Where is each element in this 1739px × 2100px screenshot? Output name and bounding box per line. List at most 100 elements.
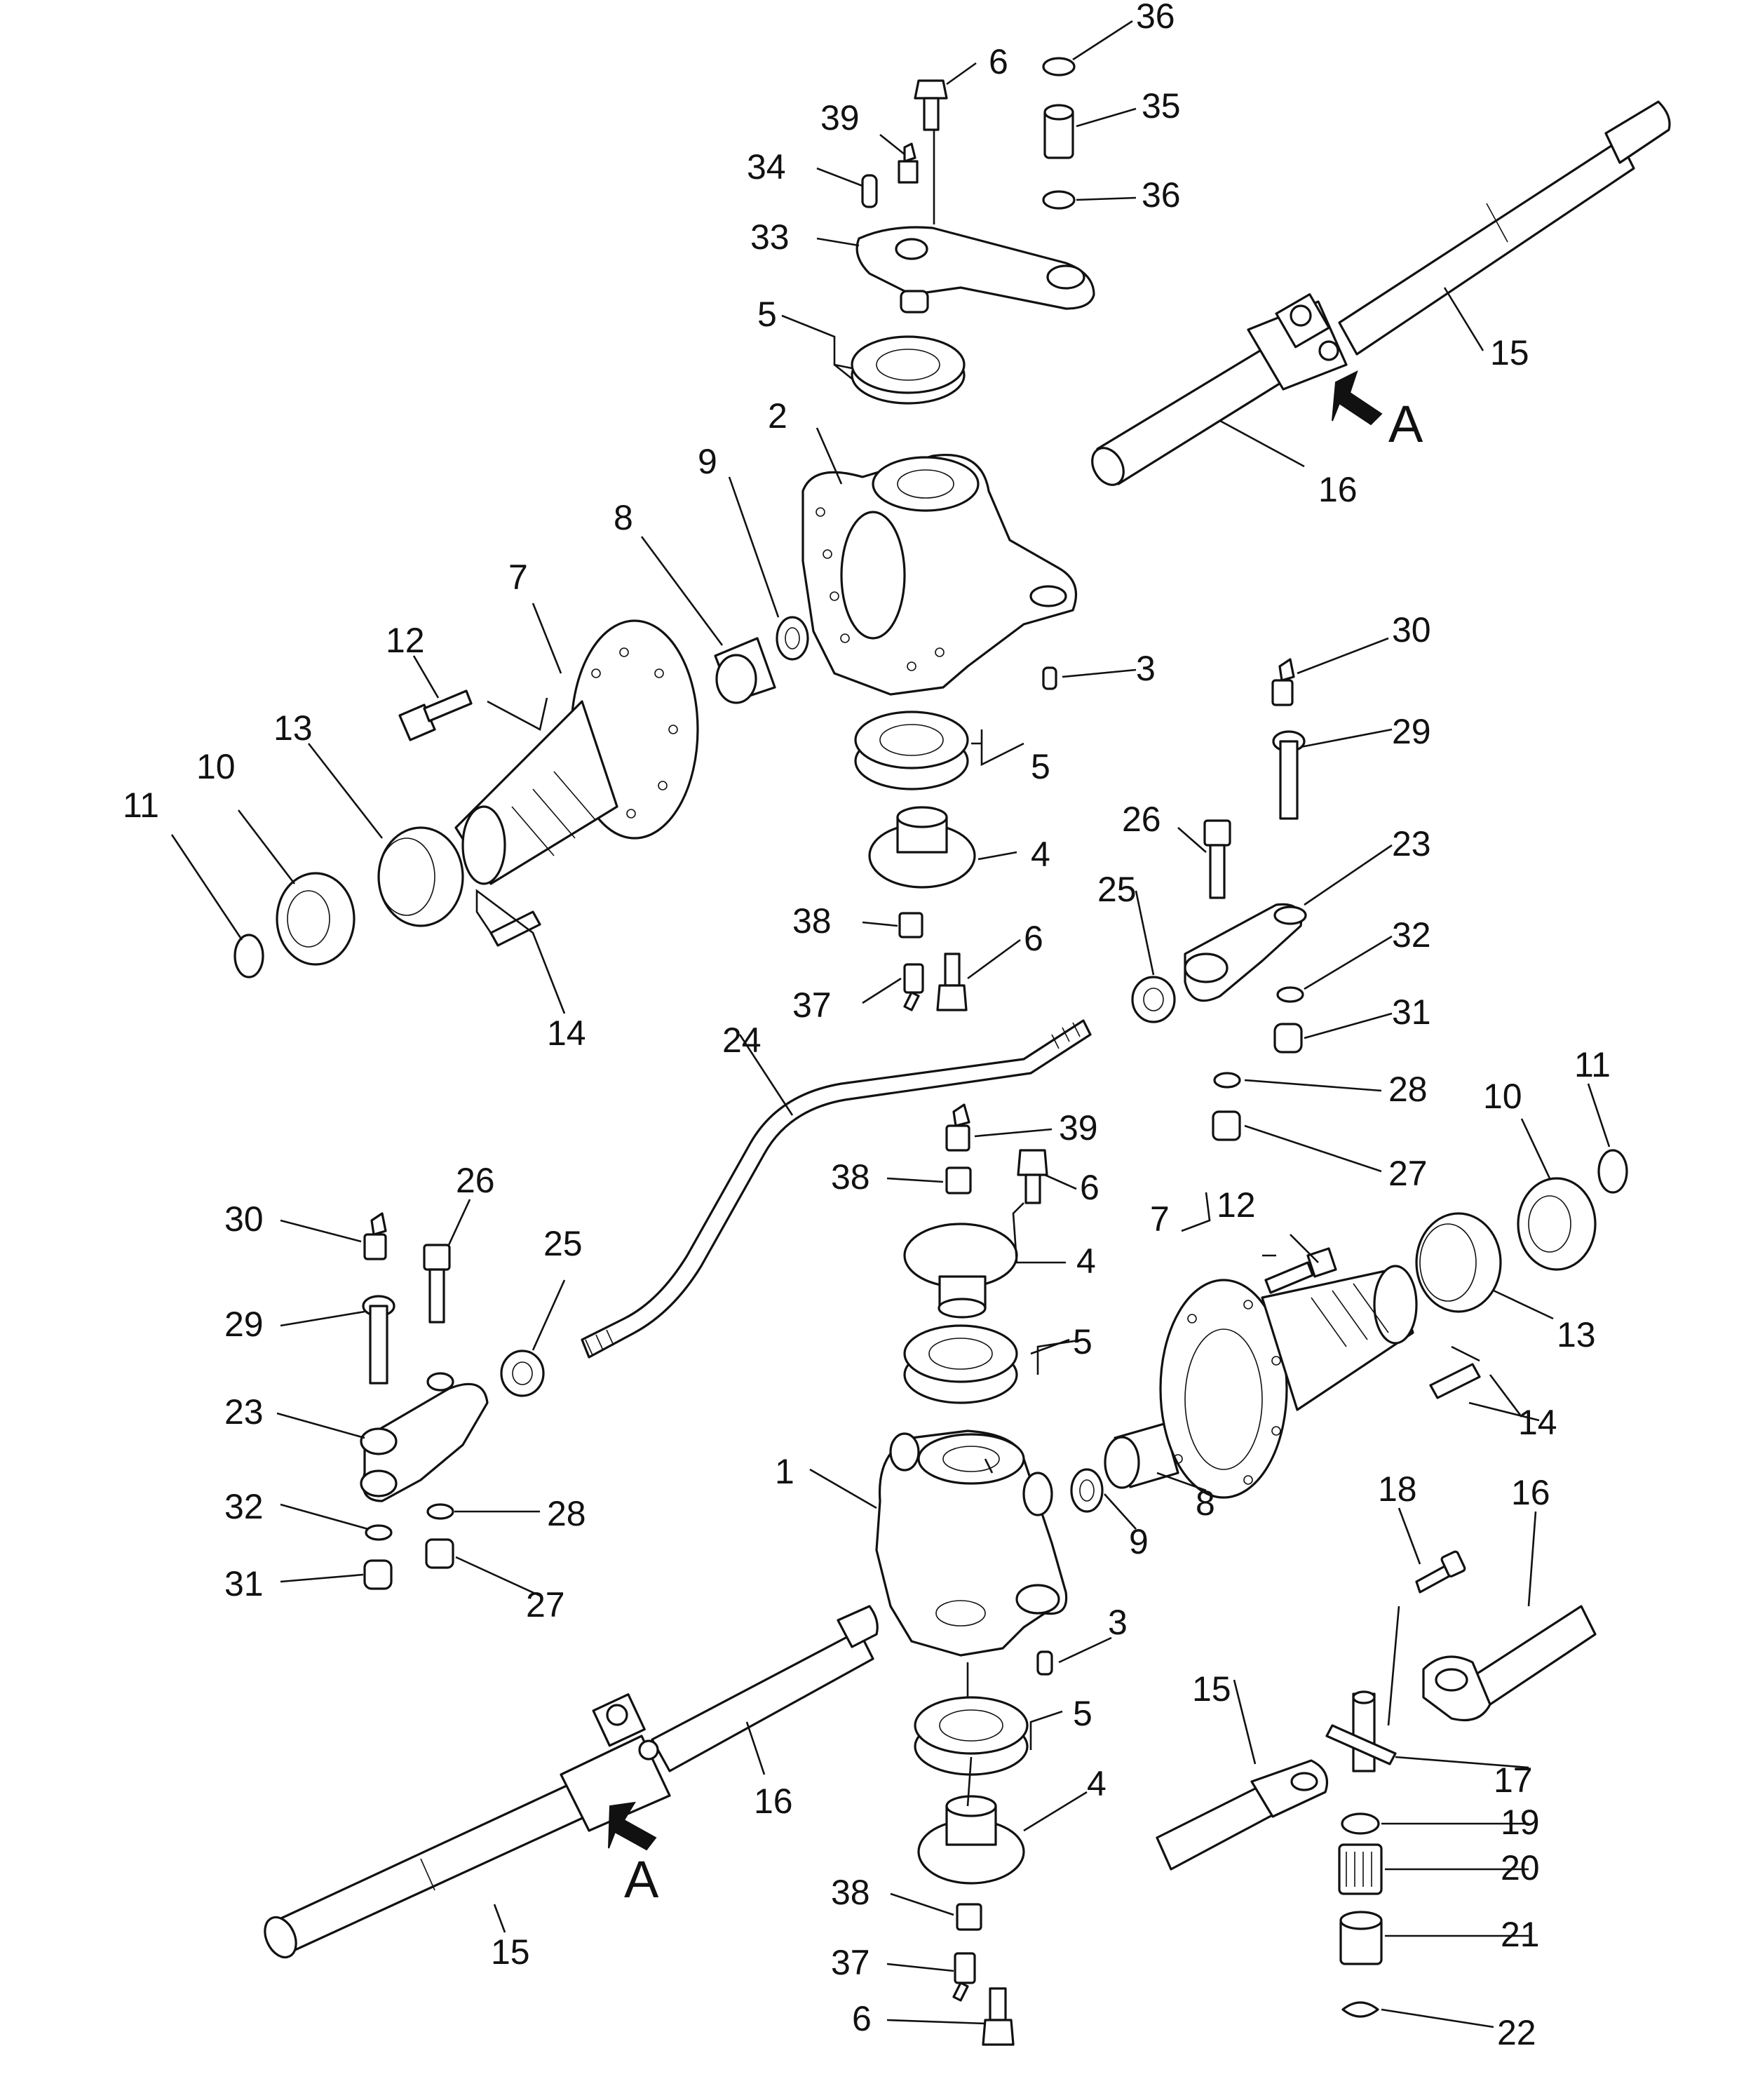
seal-19 <box>1341 1812 1380 1835</box>
label-6-lower-bottom: 6 <box>852 1999 872 2038</box>
label-4-upper: 4 <box>1031 835 1050 874</box>
nut-38-upper <box>898 912 923 938</box>
nut-31-right <box>1273 1023 1303 1054</box>
bolt-6-upper <box>936 953 968 1011</box>
label-15-lower: 15 <box>491 1932 530 1972</box>
washer-36-b <box>1042 190 1076 210</box>
label-20: 20 <box>1501 1848 1540 1887</box>
label-6-lower: 6 <box>1080 1168 1099 1207</box>
label-3-lower: 3 <box>1108 1603 1128 1642</box>
label-14-lower: 14 <box>1518 1403 1557 1442</box>
lever-23-left <box>360 1372 489 1502</box>
label-a-lower: A <box>624 1850 659 1909</box>
label-38-lower-bottom: 38 <box>831 1873 870 1912</box>
callout-labels: 36 35 36 6 39 34 33 5 15 A 16 2 9 8 7 12… <box>123 0 1611 2052</box>
label-3-upper: 3 <box>1136 649 1156 688</box>
plug-3-lower <box>1036 1650 1053 1676</box>
lower-axle-shaft-16 <box>651 1605 879 1772</box>
grease-fitting-30-right <box>1271 658 1295 706</box>
seal-5-lower-a <box>903 1324 1018 1404</box>
label-9-upper: 9 <box>698 442 717 481</box>
label-30-left: 30 <box>224 1199 264 1239</box>
pin-34 <box>861 174 878 208</box>
upper-axle-shaft-15 <box>1338 100 1671 356</box>
bolt-26-left <box>423 1244 451 1324</box>
label-26-left: 26 <box>456 1161 495 1200</box>
label-5-a: 5 <box>757 295 777 334</box>
plug-3-upper <box>1042 666 1057 690</box>
bushing-9-upper <box>776 616 809 661</box>
bolt-6-lower-bottom <box>982 1987 1015 2046</box>
washer-28-right <box>1213 1072 1241 1089</box>
label-25-right: 25 <box>1097 870 1137 909</box>
grease-fitting-39-lower <box>945 1103 970 1152</box>
label-10-lower: 10 <box>1483 1077 1522 1116</box>
label-14-upper: 14 <box>547 1014 586 1053</box>
label-12-lower: 12 <box>1217 1185 1256 1225</box>
label-32-right: 32 <box>1392 915 1431 955</box>
label-27-right: 27 <box>1388 1154 1428 1193</box>
needle-bearing-20 <box>1338 1843 1383 1895</box>
label-32-left: 32 <box>224 1487 264 1526</box>
leader-lines <box>170 20 1611 2028</box>
label-35: 35 <box>1142 86 1181 126</box>
label-12-upper: 12 <box>386 621 425 660</box>
knuckle-1 <box>875 1429 1068 1657</box>
label-31-right: 31 <box>1392 992 1431 1032</box>
label-29-left: 29 <box>224 1305 264 1344</box>
nut-27-left <box>425 1538 454 1569</box>
label-38-upper: 38 <box>792 901 832 941</box>
fitting-37-lower <box>952 1952 976 2002</box>
upper-axle-shaft-16 <box>1091 335 1306 486</box>
pin-14-lower <box>1429 1363 1481 1399</box>
label-27-left: 27 <box>526 1585 565 1624</box>
lever-23-right <box>1184 903 1307 1002</box>
bushing-8-lower <box>1104 1422 1179 1489</box>
label-6-top: 6 <box>989 42 1008 81</box>
lower-universal-joint <box>560 1693 671 1832</box>
grease-fitting-30-left <box>363 1212 387 1260</box>
label-17: 17 <box>1494 1761 1533 1800</box>
bushing-35 <box>1043 104 1074 159</box>
label-34: 34 <box>747 147 786 187</box>
label-23-left: 23 <box>224 1392 264 1432</box>
label-18: 18 <box>1378 1469 1417 1509</box>
label-5-b: 5 <box>1031 747 1050 786</box>
pin-29-left <box>362 1295 395 1385</box>
label-13-upper: 13 <box>273 708 313 748</box>
seal-10-upper <box>276 872 356 966</box>
label-9-lower: 9 <box>1129 1522 1149 1561</box>
nut-38-lower <box>945 1166 972 1194</box>
tie-rod-24 <box>581 1019 1092 1359</box>
label-24: 24 <box>722 1021 762 1060</box>
label-4-lower-bottom: 4 <box>1087 1764 1107 1803</box>
label-25-left: 25 <box>543 1224 583 1263</box>
label-13-lower: 13 <box>1557 1315 1596 1354</box>
label-6-upper: 6 <box>1024 919 1043 958</box>
bearing-cup-21 <box>1339 1911 1383 1965</box>
label-37-lower: 37 <box>831 1943 870 1982</box>
seal-5-upper-b <box>854 711 969 790</box>
label-31-left: 31 <box>224 1564 264 1603</box>
seal-10-lower <box>1517 1177 1597 1271</box>
label-28-right: 28 <box>1388 1070 1428 1109</box>
bolt-6-lower-top <box>1017 1149 1048 1204</box>
label-5-c: 5 <box>1073 1322 1092 1361</box>
cap-4-upper <box>868 806 976 889</box>
bolt-6-top <box>914 79 948 131</box>
yoke-15-detail <box>1156 1759 1329 1871</box>
bearing-13-lower <box>1415 1212 1502 1313</box>
label-7-upper: 7 <box>508 558 528 597</box>
pin-14-upper <box>489 910 541 947</box>
grease-fitting-39-top <box>898 142 919 184</box>
label-19: 19 <box>1501 1803 1540 1842</box>
knuckle-2 <box>801 454 1078 696</box>
bearing-13-upper <box>377 826 464 927</box>
washer-32-left <box>365 1524 393 1541</box>
direction-arrow-upper <box>1332 370 1383 426</box>
label-16-detail: 16 <box>1511 1473 1550 1512</box>
label-16-upper: 16 <box>1318 470 1358 509</box>
label-29-right: 29 <box>1392 712 1431 751</box>
seal-5-lower-b <box>914 1696 1029 1776</box>
